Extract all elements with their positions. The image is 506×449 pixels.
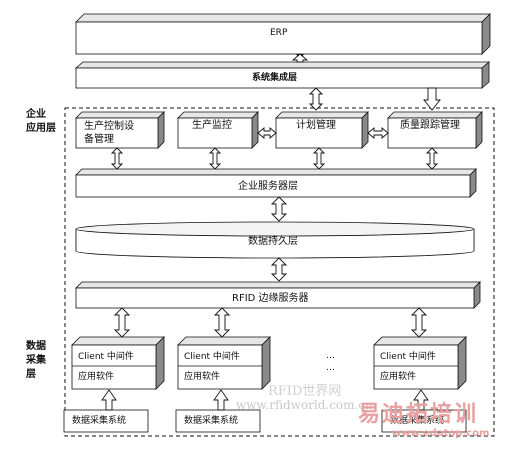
- erp-box: [75, 13, 491, 55]
- integration-box: [74, 61, 491, 89]
- production-monitor-label: 生产监控: [192, 120, 232, 131]
- flow-arrows: [101, 53, 441, 411]
- collection-layer-label: 数据 采集 层: [26, 341, 46, 380]
- enterprise-layer-label: 企业 应用层: [26, 109, 56, 134]
- quality-label: 质量跟踪管理: [400, 120, 460, 131]
- collection-1-label: 数据采集系统: [72, 416, 127, 426]
- collection-system-boxes: [63, 409, 467, 433]
- watermark-brand-url: www.edatop.com: [392, 428, 490, 439]
- client-boxes: [71, 336, 467, 390]
- client-2-line1: Client 中间件: [184, 352, 240, 362]
- rfid-edge-label: RFID 边缘服务器: [232, 293, 309, 304]
- watermark-site-cn: RFID世界网: [268, 384, 342, 399]
- collection-3-label: 数据采集系统: [390, 416, 445, 426]
- watermark-site-url: www.rfidworld.com.cn: [236, 398, 373, 412]
- planning-label: 计划管理: [296, 120, 336, 131]
- persistence-label: 数据持久层: [248, 236, 298, 247]
- client-1-line2: 应用软件: [78, 372, 115, 382]
- erp-label: ERP: [270, 28, 288, 38]
- client-1-line1: Client 中间件: [78, 352, 134, 362]
- client-ellipsis: … …: [326, 351, 335, 373]
- enterprise-server-box: [75, 168, 477, 198]
- persistence-cylinder: [75, 221, 475, 259]
- integration-label: 系统集成层: [252, 73, 298, 83]
- client-3-line1: Client 中间件: [380, 352, 436, 362]
- app-boxes: [75, 111, 483, 149]
- client-3-line2: 应用软件: [380, 372, 417, 382]
- production-control-label: 生产控制设 备管理: [84, 121, 134, 145]
- watermark-brand: 易迪拓培训: [358, 402, 479, 427]
- enterprise-server-label: 企业服务器层: [238, 181, 298, 192]
- collection-2-label: 数据采集系统: [184, 416, 239, 426]
- client-2-line2: 应用软件: [184, 372, 221, 382]
- rfid-edge-box: [75, 281, 481, 309]
